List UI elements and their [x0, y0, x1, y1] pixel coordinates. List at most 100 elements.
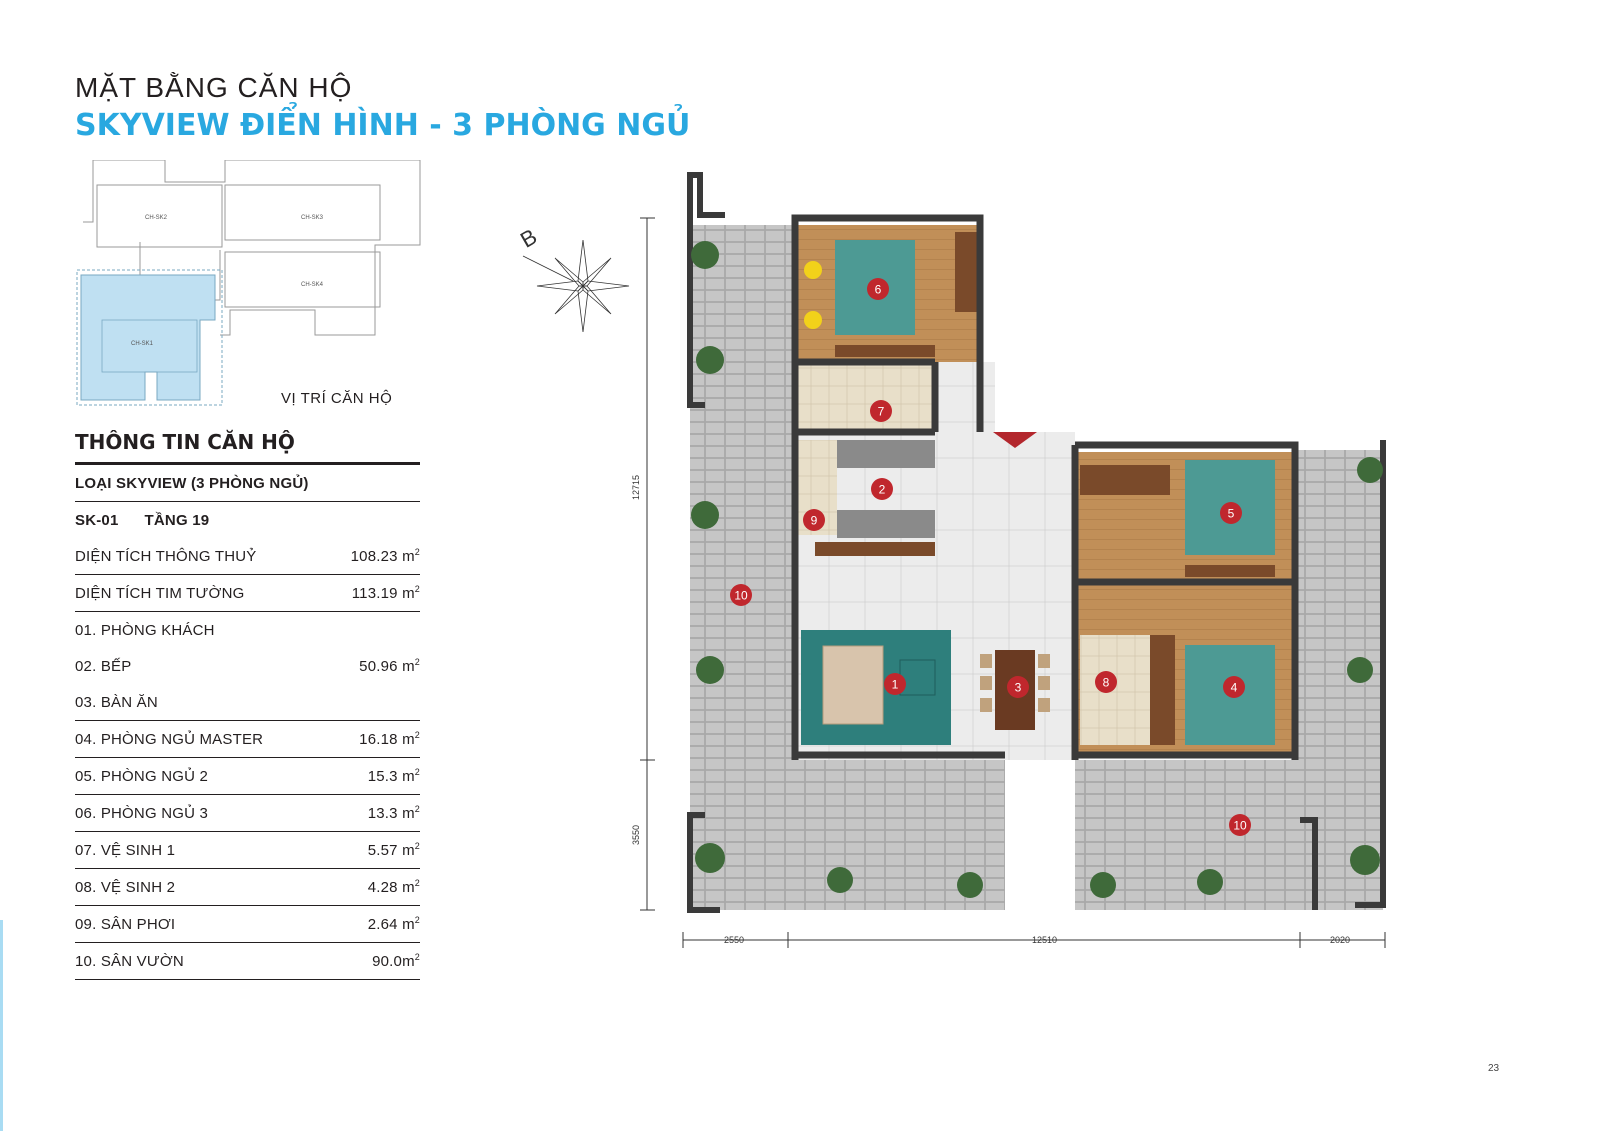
room-marker-number: 10	[1233, 819, 1247, 833]
room-marker: 10	[1229, 814, 1251, 836]
room-marker: 2	[871, 478, 893, 500]
unit-sk1-highlight	[80, 274, 216, 401]
area-row: 05. PHÒNG NGỦ 2 15.3 m2	[75, 758, 420, 795]
area-label: 07. VỆ SINH 1	[75, 841, 176, 859]
walls	[791, 214, 1299, 760]
area-value-text: 50.96 m	[359, 658, 415, 675]
dim-horizontal-1: 2550	[724, 935, 744, 945]
apartment-info: THÔNG TIN CĂN HỘ LOẠI SKYVIEW (3 PHÒNG N…	[75, 430, 420, 980]
room-marker: 10	[730, 584, 752, 606]
area-value: 2.64 m2	[368, 915, 420, 933]
apartment-type-row: LOẠI SKYVIEW (3 PHÒNG NGỦ)	[75, 465, 420, 502]
area-value-text: 4.28 m	[367, 879, 415, 896]
area-label: DIỆN TÍCH THÔNG THUỶ	[75, 547, 257, 565]
room-markers: 1 2 3 4 5 6 7 8 9 10 10	[730, 278, 1251, 836]
unit-sk4-label: CH-SK4	[301, 282, 324, 288]
room-marker-number: 7	[878, 405, 885, 419]
area-row: 06. PHÒNG NGỦ 3 13.3 m2	[75, 795, 420, 832]
unit-sk1-label: CH-SK1	[131, 341, 154, 347]
room-marker: 5	[1220, 502, 1242, 524]
area-unit-sup: 2	[414, 730, 420, 740]
room-marker: 8	[1095, 671, 1117, 693]
area-value-text: 2.64 m	[367, 916, 415, 933]
area-label: 01. PHÒNG KHÁCH	[75, 621, 215, 639]
area-value: 15.3 m2	[368, 767, 420, 785]
area-label: 02. BẾP	[75, 657, 132, 675]
room-marker: 3	[1007, 676, 1029, 698]
area-value-text: 90.0m	[372, 953, 415, 970]
area-row: 01. PHÒNG KHÁCH	[75, 612, 420, 648]
apartment-floor: TẦNG 19	[144, 511, 210, 529]
area-value: 4.28 m2	[368, 878, 420, 896]
entrance-marker	[993, 432, 1037, 448]
room-marker-number: 6	[875, 283, 882, 297]
area-row: 08. VỆ SINH 2 4.28 m2	[75, 869, 420, 906]
apartment-code-row: SK-01 TẦNG 19	[75, 502, 420, 538]
bathroom-8-floor	[1080, 635, 1150, 745]
area-unit-sup: 2	[414, 841, 420, 851]
area-unit-sup: 2	[414, 878, 420, 888]
apartment-type: LOẠI SKYVIEW (3 PHÒNG NGỦ)	[75, 474, 309, 492]
area-value: 50.96 m2	[359, 657, 420, 675]
area-label: 10. SÂN VƯỜN	[75, 952, 184, 970]
room-marker-number: 3	[1015, 681, 1022, 695]
room-marker-number: 9	[811, 514, 818, 528]
area-unit-sup: 2	[414, 915, 420, 925]
area-label: 04. PHÒNG NGỦ MASTER	[75, 730, 264, 748]
room-marker-number: 1	[892, 678, 899, 692]
area-label: 09. SÂN PHƠI	[75, 915, 176, 933]
kitchen-counter-top	[837, 440, 935, 468]
unit-sk2-outline	[96, 184, 223, 248]
dimension-lines	[640, 217, 1386, 948]
area-value-text: 5.57 m	[367, 842, 415, 859]
area-value: 90.0m2	[372, 952, 420, 970]
room-marker: 4	[1223, 676, 1245, 698]
area-value-text: 13.3 m	[367, 805, 415, 822]
dim-vertical-2: 3550	[631, 825, 641, 845]
area-value-text: 16.18 m	[359, 731, 415, 748]
keyplan-selection	[76, 269, 223, 406]
keyplan-diagram: CH-SK2 CH-SK3 CH-SK4 CH-SK1	[76, 160, 421, 406]
kitchen-counter-bottom	[837, 510, 935, 538]
room-marker-number: 5	[1228, 507, 1235, 521]
area-row: 10. SÂN VƯỜN 90.0m2	[75, 943, 420, 980]
area-label: 03. BÀN ĂN	[75, 693, 158, 711]
area-value-text: 15.3 m	[367, 768, 415, 785]
area-unit-sup: 2	[414, 952, 420, 962]
info-title: THÔNG TIN CĂN HỘ	[75, 430, 420, 465]
room-marker-number: 10	[734, 589, 748, 603]
area-row: 09. SÂN PHƠI 2.64 m2	[75, 906, 420, 943]
area-unit-sup: 2	[414, 804, 420, 814]
area-value-text: 108.23 m	[350, 548, 415, 565]
area-value: 113.19 m2	[352, 584, 420, 602]
keyplan-caption: VỊ TRÍ CĂN HỘ	[281, 390, 393, 407]
compass-rose: B	[516, 224, 630, 333]
area-value: 108.23 m2	[351, 547, 420, 565]
page-number: 23	[1488, 1063, 1500, 1074]
area-unit-sup: 2	[414, 767, 420, 777]
area-unit-sup: 2	[414, 547, 420, 557]
area-label: 06. PHÒNG NGỦ 3	[75, 804, 209, 822]
unit-sk4-outline	[224, 251, 381, 308]
unit-sk2-label: CH-SK2	[145, 215, 168, 221]
room-marker: 7	[870, 400, 892, 422]
area-value-text: 113.19 m	[351, 585, 415, 602]
room-marker-number: 2	[879, 483, 886, 497]
dim-vertical-1: 12715	[631, 475, 641, 500]
room-marker: 6	[867, 278, 889, 300]
area-label: 08. VỆ SINH 2	[75, 878, 176, 896]
compass-north-letter: B	[516, 224, 541, 253]
page-title: MẶT BẰNG CĂN HỘ	[75, 72, 353, 103]
terrace-area	[690, 225, 1005, 910]
area-value: 5.57 m2	[368, 841, 420, 859]
unit-sk3-label: CH-SK3	[301, 215, 324, 221]
room-marker-number: 4	[1231, 681, 1238, 695]
area-row: DIỆN TÍCH THÔNG THUỶ 108.23 m2	[75, 538, 420, 575]
area-row: 04. PHÒNG NGỦ MASTER 16.18 m2	[75, 721, 420, 758]
apartment-code: SK-01	[75, 511, 119, 529]
area-label: 05. PHÒNG NGỦ 2	[75, 767, 209, 785]
floor-plan: 12715 3550 2550 12510 2020 B	[516, 172, 1386, 948]
area-value: 13.3 m2	[368, 804, 420, 822]
